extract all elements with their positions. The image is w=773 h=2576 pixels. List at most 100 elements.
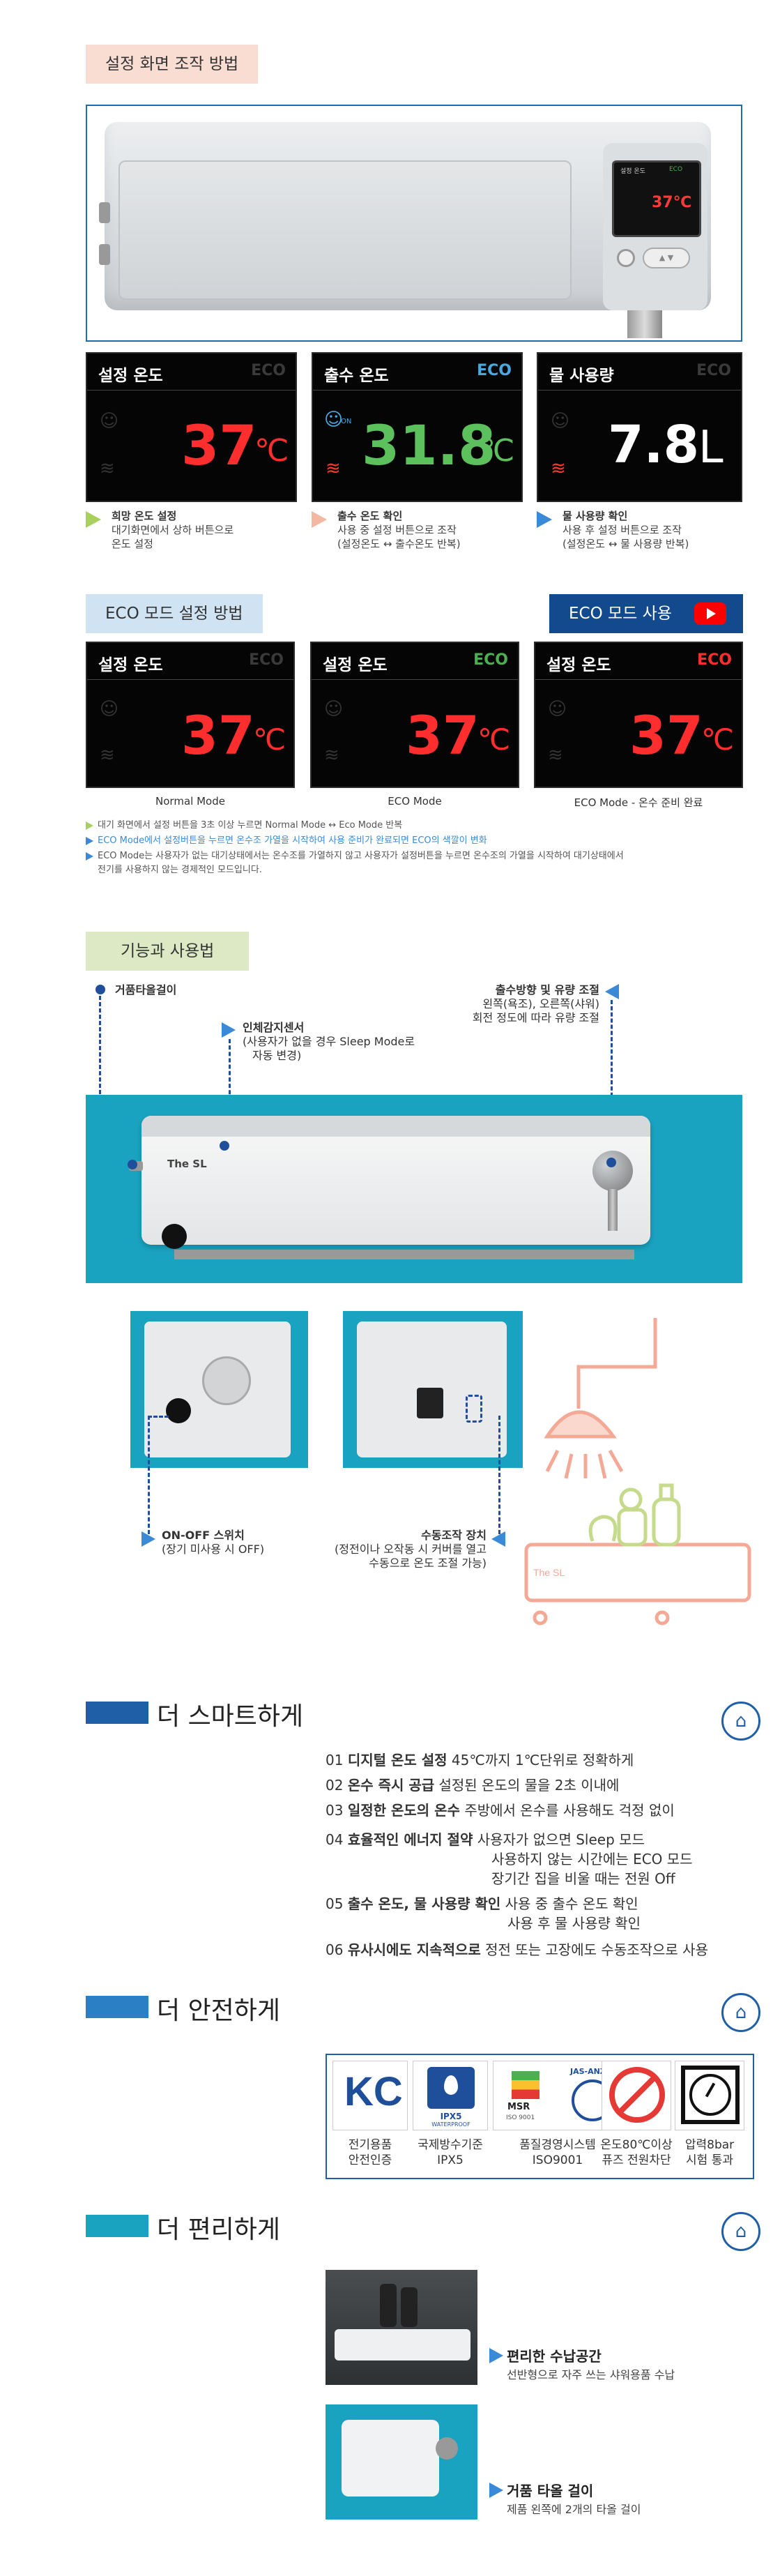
caption-line: 사용 중 설정 버튼으로 조작 xyxy=(337,524,457,536)
on-off-switch-dot xyxy=(162,1224,187,1249)
bottle-icon xyxy=(380,2284,397,2327)
pressure-cert-icon xyxy=(675,2061,744,2130)
section-bar-safe xyxy=(86,1996,148,2018)
section-title-safe: 더 안전하게 xyxy=(157,1997,281,2025)
smart-item-4-line3: 장기간 집을 비울 때는 전원 Off xyxy=(491,1870,675,1887)
person-sensor-icon: ☺ xyxy=(100,699,119,720)
callout-arrow-icon xyxy=(489,2348,503,2363)
callout-line xyxy=(498,1416,500,1534)
shower-icon: ⌂ xyxy=(721,1993,760,2032)
item-bold: 유사시에도 지속적으로 xyxy=(347,1941,481,1958)
mini-display-eco: ECO xyxy=(669,166,683,173)
smart-item-5-line2: 사용 후 물 사용량 확인 xyxy=(507,1915,641,1932)
item-number: 03 xyxy=(326,1802,344,1819)
callout-arrow-icon xyxy=(605,984,619,999)
caption-set-temp: 희망 온도 설정 대기화면에서 상하 버튼으로 온도 설정 xyxy=(112,509,234,551)
youtube-play-icon xyxy=(694,603,726,625)
person-sensor-icon: ☺ xyxy=(324,699,344,720)
on-off-switch[interactable] xyxy=(166,1398,191,1423)
display-divider xyxy=(87,679,293,680)
jas-text: JAS-ANZ xyxy=(570,2067,606,2076)
manual-control-module xyxy=(417,1388,443,1418)
item-number: 01 xyxy=(326,1752,344,1768)
smart-item-5: 05 출수 온도, 물 사용량 확인 사용 중 출수 온도 확인 xyxy=(326,1894,638,1914)
callout-line xyxy=(148,1416,169,1418)
caption-line: (설정온도 ↔ 물 사용량 반복) xyxy=(562,538,689,550)
note-text: ECO Mode에서 설정버튼을 누르면 온수조 가열을 시작하여 사용 준비가… xyxy=(98,835,487,846)
label-flow-control: 출수방향 및 유량 조절 왼쪽(욕조), 오른쪽(샤워) 회전 정도에 따라 유… xyxy=(460,983,599,1025)
callout-arrow-icon xyxy=(491,1531,505,1547)
callout-dot xyxy=(95,985,105,994)
eco-note-3-cont: 전기를 사용하지 않는 경제적인 모드입니다. xyxy=(98,865,262,875)
section-title-smart: 더 스마트하게 xyxy=(157,1702,304,1731)
cert-label-line: 퓨즈 전원차단 xyxy=(602,2153,671,2167)
mini-display-temp: 37℃ xyxy=(652,194,692,211)
cert-label-line: IPX5 xyxy=(437,2153,464,2167)
note-text: 대기 화면에서 설정 버튼을 3초 이상 누르면 Normal Mode ↔ E… xyxy=(98,820,403,831)
section-pill-eco: ECO 모드 설정 방법 xyxy=(86,594,263,633)
smart-item-3: 03 일정한 온도의 온수 주방에서 온수를 사용해도 걱정 없이 xyxy=(326,1801,675,1820)
caption-arrow-icon xyxy=(537,511,552,528)
display-value: 7.8 xyxy=(608,415,700,475)
display-unit: L xyxy=(698,422,724,473)
label-line: (장기 미사용 시 OFF) xyxy=(162,1543,265,1556)
panel-tray xyxy=(118,160,572,300)
storage-photo xyxy=(326,2270,477,2385)
label-title: 출수방향 및 유량 조절 xyxy=(495,983,599,997)
cert-label-line: 전기용품 xyxy=(348,2138,392,2152)
label-title: 인체감지센서 xyxy=(243,1021,305,1034)
illus-brand: The SL xyxy=(533,1567,565,1578)
display-unit: ℃ xyxy=(254,433,289,469)
section-pill-settings: 설정 화면 조작 방법 xyxy=(86,45,259,84)
display-value: 37 xyxy=(181,415,257,478)
item-bold: 효율적인 에너지 절약 xyxy=(347,1831,473,1848)
section-pill-functions: 기능과 사용법 xyxy=(86,932,250,971)
faucet-spout xyxy=(608,1189,618,1231)
cert-label-line: 시험 통과 xyxy=(686,2153,733,2167)
display-title: 물 사용량 xyxy=(549,367,614,385)
display-title: 설정 온도 xyxy=(98,656,163,674)
cert-frame xyxy=(326,2054,754,2179)
eco-note-2: ECO Mode에서 설정버튼을 누르면 온수조 가열을 시작하여 사용 준비가… xyxy=(86,834,487,847)
person-sensor-icon: ☺ xyxy=(548,699,567,720)
eco-display-normal: 설정 온도 ECO ☺ ≋ 37 ℃ xyxy=(86,642,295,788)
mini-power-button[interactable] xyxy=(617,249,635,267)
eco-indicator: ECO xyxy=(249,651,284,669)
caption-head: 물 사용량 확인 xyxy=(562,510,628,522)
heat-icon: ≋ xyxy=(324,745,339,766)
cert-label-line: 품질경영시스템 xyxy=(519,2138,596,2152)
cert-label-line: 안전인증 xyxy=(348,2153,392,2167)
mini-updown-buttons[interactable]: ▲ ▼ xyxy=(643,248,690,268)
feature-title-storage: 편리한 수납공간 xyxy=(507,2348,602,2365)
callout-arrow-icon xyxy=(489,2483,503,2498)
item-text: 사용 중 출수 온도 확인 xyxy=(505,1895,638,1912)
person-sensor-icon: ☺ xyxy=(324,409,344,430)
label-line: 자동 변경) xyxy=(252,1049,302,1062)
panel-hinge xyxy=(99,202,110,223)
towel-knob xyxy=(436,2437,458,2460)
inner-cap xyxy=(202,1356,251,1405)
eco-label-eco: ECO Mode xyxy=(388,795,442,808)
display-unit: ℃ xyxy=(253,722,286,757)
heat-icon: ≋ xyxy=(100,745,115,766)
eco-note-1: 대기 화면에서 설정 버튼을 3초 이상 누르면 Normal Mode ↔ E… xyxy=(86,819,402,832)
item-text: 45℃까지 1℃단위로 정확하게 xyxy=(451,1752,634,1768)
eco-mode-video-button[interactable]: ECO 모드 사용 xyxy=(549,594,743,633)
cert-label-line: 온도80℃이상 xyxy=(600,2138,673,2152)
towel-unit xyxy=(342,2420,439,2497)
mini-display xyxy=(612,160,701,237)
eco-display-ready: 설정 온도 ECO ☺ ≋ 37 ℃ xyxy=(534,642,743,788)
ipx5-cert-icon: IPX5 WATERPROOF xyxy=(413,2061,488,2130)
cert-label-line: 국제방수기준 xyxy=(418,2138,483,2152)
heat-icon: ≋ xyxy=(100,458,115,479)
label-sensor: 인체감지센서 (사용자가 없을 경우 Sleep Mode로 자동 변경) xyxy=(243,1021,415,1063)
caption-water-usage: 물 사용량 확인 사용 후 설정 버튼으로 조작 (설정온도 ↔ 물 사용량 반… xyxy=(562,509,689,551)
feature-title-towel: 거품 타올 걸이 xyxy=(507,2483,594,2499)
label-line: (사용자가 없을 경우 Sleep Mode로 xyxy=(243,1035,415,1048)
sensor-on-label: ON xyxy=(341,418,352,425)
section-bar-convenient xyxy=(86,2215,148,2237)
flow-knob[interactable] xyxy=(592,1151,633,1191)
callout-line xyxy=(611,1000,613,1165)
